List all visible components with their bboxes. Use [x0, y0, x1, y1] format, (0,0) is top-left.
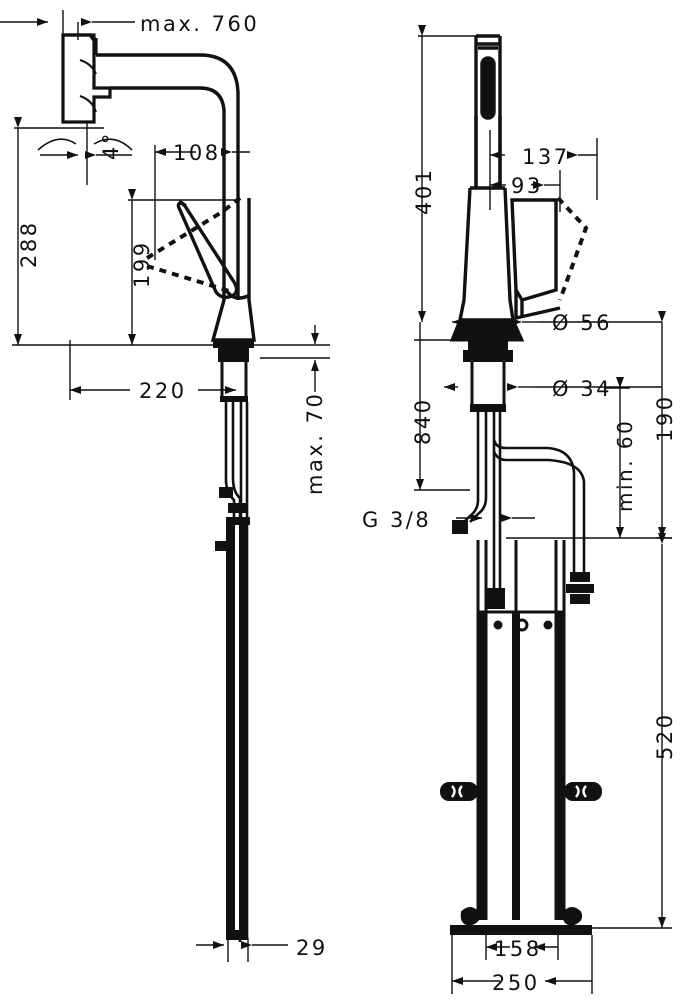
dimension-label-dia56: Ø 56 — [552, 311, 612, 335]
dimension-label-520: 520 — [653, 712, 677, 760]
dimension-label-dia34: Ø 34 — [552, 377, 612, 401]
side-view-body — [210, 198, 256, 342]
dimension-label-288: 288 — [17, 220, 41, 268]
dimension-label-158: 158 — [494, 937, 542, 961]
dimension-label-29: 29 — [296, 936, 328, 960]
side-view-spray-head-details — [79, 59, 97, 113]
side-view-mounting-shank — [213, 340, 254, 402]
dimension-label-angle-4deg: 4° — [99, 131, 123, 160]
side-view-spray-head — [61, 33, 112, 124]
front-view-shank — [470, 362, 506, 412]
dimension-label-thread-g38: G 3/8 — [362, 508, 431, 532]
dimension-label-max70: max. 70 — [303, 392, 327, 495]
dimension-label-840: 840 — [411, 397, 435, 445]
side-view-dimension-lines — [0, 10, 330, 962]
front-view-escutcheon — [449, 318, 525, 362]
front-view-lever-dashed-position — [556, 196, 589, 301]
dimension-label-199: 199 — [130, 240, 154, 288]
front-view-dimension-lines — [414, 25, 672, 994]
front-view-cabinet-side-fixings — [440, 782, 602, 801]
dimension-labels: max. 760 4° 108 288 199 220 max. 70 29 4… — [17, 12, 677, 995]
side-view-lever-dashed-positions — [145, 196, 242, 294]
dimension-label-220: 220 — [139, 379, 187, 403]
dimension-label-min60: min. 60 — [613, 419, 637, 512]
dimension-label-max760: max. 760 — [140, 12, 259, 36]
front-view-cabinet-base-plate — [450, 907, 592, 935]
dimension-label-93: 93 — [511, 174, 543, 198]
front-view-hose-end-fittings — [452, 520, 594, 609]
dimension-label-250: 250 — [492, 971, 540, 995]
dimension-label-401: 401 — [412, 167, 436, 215]
dimension-label-108: 108 — [173, 141, 221, 165]
front-view-supply-hoses — [461, 412, 586, 592]
front-view-spray-head-slot — [480, 56, 496, 120]
front-view-cabinet-body — [476, 540, 566, 920]
front-view-lever — [510, 198, 561, 321]
dimension-label-190: 190 — [653, 394, 677, 442]
side-view-spout — [96, 53, 240, 205]
front-view-body — [457, 116, 515, 322]
dimension-label-137: 137 — [522, 145, 570, 169]
front-view-cabinet-top-holes — [493, 618, 553, 632]
side-view-hose-shaft — [226, 520, 248, 940]
